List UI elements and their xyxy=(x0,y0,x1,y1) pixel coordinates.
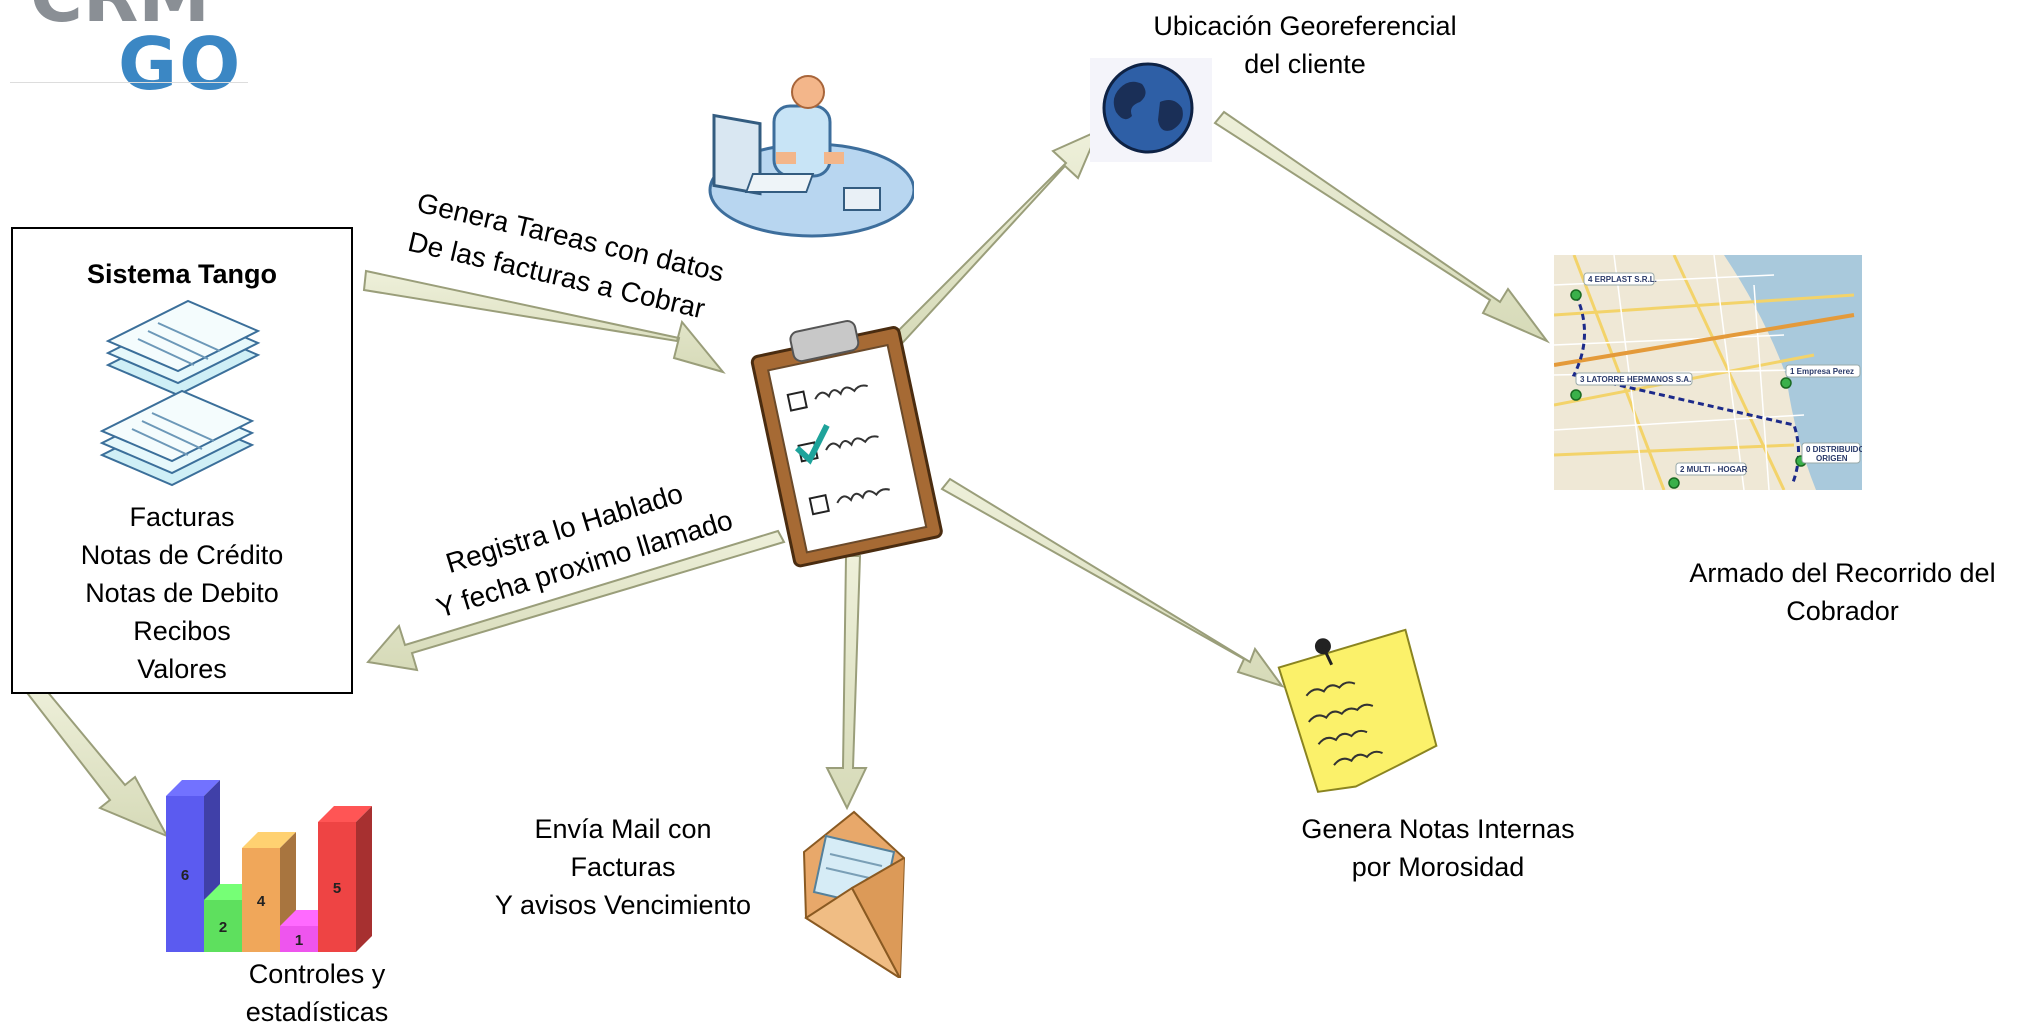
chart-bar-label: 6 xyxy=(181,867,189,884)
map-label: 4 ERPLAST S.R.L. xyxy=(1588,275,1657,284)
chart-bar: 5 xyxy=(318,806,372,952)
statistics-bar-chart: 6 2 4 1 5 xyxy=(166,780,372,952)
arrow-tasks-to-tango xyxy=(366,529,786,672)
list-item: Valores xyxy=(137,654,227,684)
chart-bar-label: 5 xyxy=(333,880,341,897)
arrow-tasks-to-mail xyxy=(825,555,868,811)
map-label: 0 DISTRIBUIDO xyxy=(1806,445,1862,454)
map-label: 3 LATORRE HERMANOS S.A. xyxy=(1580,375,1691,384)
map-label: ORIGEN xyxy=(1816,454,1848,463)
list-item: Recibos xyxy=(133,616,231,646)
label-recorrido: Armado del Recorrido del Cobrador xyxy=(1689,558,1996,626)
sistema-tango-box: Sistema Tango Facturas Notas de Crédito … xyxy=(11,227,353,694)
label-mail: Envía Mail con Facturas Y avisos Vencimi… xyxy=(494,814,752,920)
list-item: Notas de Debito xyxy=(85,578,279,608)
arrow-tasks-to-globe xyxy=(885,129,1100,353)
chart-bar-label: 2 xyxy=(219,919,227,936)
list-item: Notas de Crédito xyxy=(80,540,284,570)
documents-icon xyxy=(99,299,261,487)
label-ubicacion: Ubicación Georeferencial del cliente xyxy=(1153,11,1457,79)
task-clipboard-icon xyxy=(750,320,943,568)
logo-text-top: CRM xyxy=(30,0,210,32)
label-notas: Genera Notas Internas por Morosidad xyxy=(1301,814,1575,882)
globe-icon xyxy=(1090,58,1212,162)
list-item: Facturas xyxy=(129,502,235,532)
label-controles: Controles y estadísticas xyxy=(245,959,389,1027)
arrow-tango-to-tasks xyxy=(362,269,726,374)
arrow-tango-to-chart xyxy=(26,682,170,839)
chart-bar-label: 4 xyxy=(257,893,266,910)
sistema-tango-title: Sistema Tango xyxy=(86,259,278,289)
logo-text-go: GO xyxy=(118,22,243,106)
arrow-tasks-to-notes xyxy=(940,477,1285,688)
tango-documents-list: Facturas Notas de Crédito Notas de Debit… xyxy=(13,498,351,688)
sticky-note-icon xyxy=(1277,628,1438,793)
mail-envelope-icon xyxy=(802,810,906,978)
arrow-globe-to-map xyxy=(1213,110,1551,344)
chart-bar-label: 1 xyxy=(295,932,303,949)
route-map: 4 ERPLAST S.R.L. 3 LATORRE HERMANOS S.A.… xyxy=(1554,255,1862,490)
operator-desk-icon xyxy=(708,75,914,238)
map-label: 1 Empresa Perez xyxy=(1790,367,1854,376)
map-label: 2 MULTI - HOGAR xyxy=(1680,465,1748,474)
